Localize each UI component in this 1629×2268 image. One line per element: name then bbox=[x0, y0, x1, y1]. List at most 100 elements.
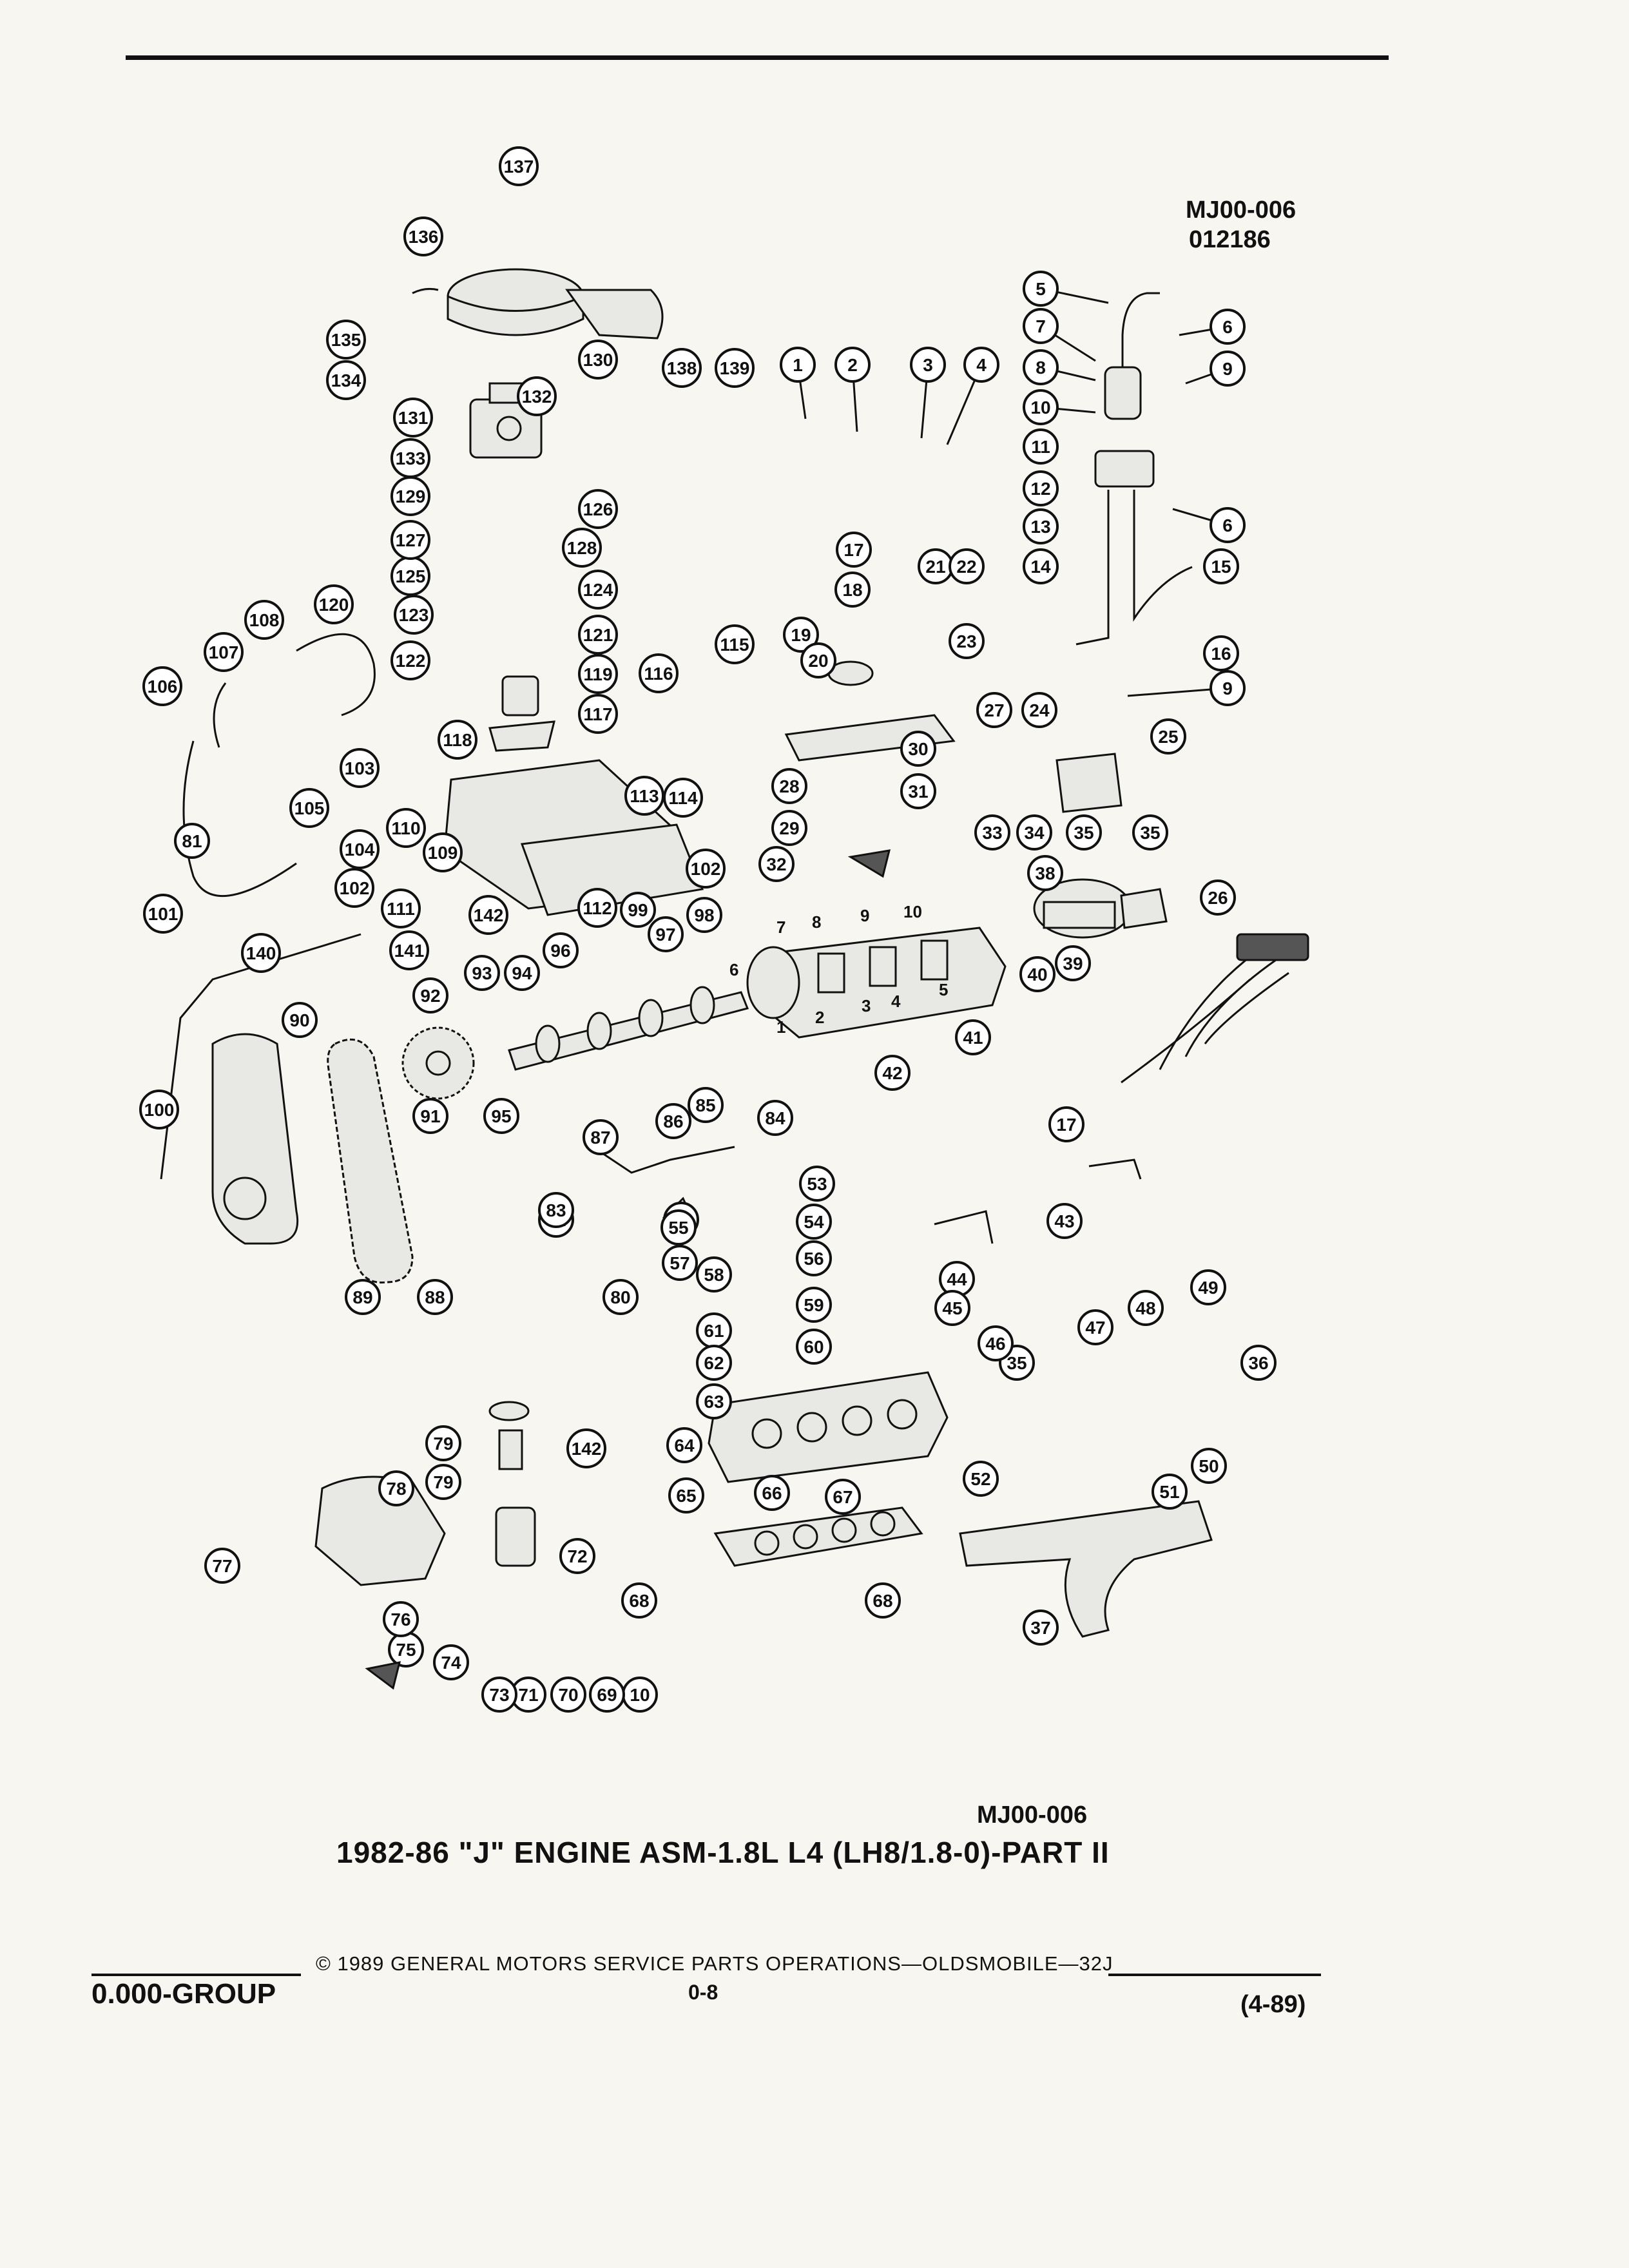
callout-34: 34 bbox=[1016, 814, 1052, 850]
callout-57: 57 bbox=[662, 1245, 698, 1281]
callout-label: 77 bbox=[212, 1556, 232, 1576]
callout-circle bbox=[578, 340, 618, 380]
callout-label: 90 bbox=[289, 1010, 309, 1030]
engine-parts-illustration bbox=[160, 268, 1309, 1638]
callout-label: 70 bbox=[558, 1685, 578, 1705]
callout-label: 54 bbox=[804, 1212, 824, 1232]
callout-circle bbox=[834, 572, 871, 608]
callout-8: 8 bbox=[1023, 349, 1059, 385]
callout-label: 84 bbox=[765, 1108, 786, 1128]
callout-circle bbox=[963, 1461, 999, 1497]
callout-circle bbox=[340, 829, 380, 869]
callout-label: 39 bbox=[1063, 954, 1083, 974]
callout-106: 106 bbox=[142, 666, 182, 706]
callout-93: 93 bbox=[464, 955, 500, 991]
callout-circle bbox=[340, 748, 380, 788]
callout-circle bbox=[1023, 271, 1059, 307]
callout-label: 98 bbox=[694, 905, 714, 925]
callout-label: 67 bbox=[833, 1487, 853, 1507]
callout-11: 11 bbox=[1023, 428, 1059, 465]
sequence-number-9: 9 bbox=[860, 906, 869, 925]
callout-circle bbox=[771, 810, 807, 846]
callout-circle bbox=[825, 1479, 861, 1515]
callout-40: 40 bbox=[1019, 956, 1055, 992]
callout-37: 37 bbox=[1023, 1610, 1059, 1646]
callout-label: 19 bbox=[791, 625, 811, 645]
callout-label: 30 bbox=[908, 739, 928, 759]
callout-circle bbox=[381, 889, 421, 928]
callout-97: 97 bbox=[648, 916, 684, 952]
callout-label: 139 bbox=[720, 358, 750, 378]
callout-label: 73 bbox=[489, 1685, 509, 1705]
callout-label: 59 bbox=[804, 1295, 824, 1315]
callout-circle bbox=[1210, 351, 1246, 387]
diagram-code-caption: MJ00-006 bbox=[977, 1802, 1088, 1829]
callout-circle bbox=[504, 955, 540, 991]
callout-label: 57 bbox=[670, 1253, 689, 1273]
callout-circle bbox=[955, 1019, 991, 1055]
callout-123: 123 bbox=[394, 595, 434, 635]
callout-label: 16 bbox=[1211, 644, 1231, 664]
callout-91: 91 bbox=[412, 1098, 448, 1134]
callout-label: 6 bbox=[1222, 317, 1233, 337]
callout-label: 126 bbox=[583, 499, 613, 519]
callout-50: 50 bbox=[1191, 1448, 1227, 1484]
callout-circle bbox=[910, 347, 946, 383]
callout-label: 12 bbox=[1030, 479, 1050, 499]
callout-label: 26 bbox=[1208, 888, 1228, 908]
callout-circle bbox=[1150, 718, 1186, 754]
callout-circle bbox=[1021, 692, 1057, 728]
fuel-filter-part bbox=[1104, 292, 1160, 420]
timing-belt-cover-part bbox=[211, 1033, 299, 1245]
callout-1: 1 bbox=[780, 347, 816, 383]
callout-circle bbox=[578, 694, 618, 734]
callout-label: 115 bbox=[720, 635, 749, 655]
callout-circle bbox=[143, 894, 183, 934]
callout-label: 22 bbox=[956, 557, 976, 577]
callout-10: 10 bbox=[622, 1677, 658, 1713]
callout-label: 38 bbox=[1035, 863, 1055, 883]
callout-136: 136 bbox=[403, 216, 443, 256]
callout-43: 43 bbox=[1046, 1203, 1083, 1239]
callout-circle bbox=[403, 216, 443, 256]
callout-label: 35 bbox=[1140, 823, 1160, 843]
callout-label: 101 bbox=[148, 904, 178, 924]
callout-10: 10 bbox=[1023, 389, 1059, 425]
callout-label: 58 bbox=[704, 1265, 724, 1285]
callout-circle bbox=[345, 1279, 381, 1315]
callout-label: 129 bbox=[396, 486, 426, 506]
callout-35: 35 bbox=[1066, 814, 1102, 850]
callout-35: 35 bbox=[999, 1345, 1035, 1381]
fuel-pressure-regulator-part bbox=[1075, 450, 1193, 646]
callout-48: 48 bbox=[1128, 1290, 1164, 1326]
diagram-code-top: MJ00-006 bbox=[1186, 197, 1296, 224]
callout-circle bbox=[244, 600, 284, 640]
callout-circle bbox=[390, 520, 430, 560]
callout-label: 46 bbox=[985, 1334, 1005, 1354]
callout-circle bbox=[412, 977, 448, 1014]
callout-label: 121 bbox=[583, 625, 613, 645]
callout-label: 72 bbox=[567, 1546, 587, 1566]
callout-circle bbox=[481, 1677, 517, 1713]
sequence-number-3: 3 bbox=[862, 996, 871, 1015]
callout-circle bbox=[796, 1287, 832, 1323]
callout-66: 66 bbox=[754, 1475, 790, 1511]
sequence-number-10: 10 bbox=[903, 902, 922, 921]
intake-manifold-part bbox=[443, 759, 704, 916]
callout-63: 63 bbox=[696, 1383, 732, 1419]
callout-88: 88 bbox=[417, 1279, 453, 1315]
callout-label: 28 bbox=[779, 776, 799, 796]
callout-102: 102 bbox=[686, 849, 726, 889]
callout-label: 137 bbox=[504, 157, 534, 177]
distributor-part bbox=[1033, 878, 1168, 939]
callout-circle bbox=[1191, 1448, 1227, 1484]
callout-circle bbox=[602, 1279, 639, 1315]
callout-36: 36 bbox=[1240, 1345, 1277, 1381]
group-label: 0.000-GROUP bbox=[92, 1978, 276, 2010]
callout-59: 59 bbox=[796, 1287, 832, 1323]
callout-label: 61 bbox=[704, 1321, 724, 1341]
callout-label: 41 bbox=[963, 1028, 983, 1048]
callout-circle bbox=[464, 955, 500, 991]
callout-circle bbox=[204, 1548, 240, 1584]
callout-70: 70 bbox=[550, 1677, 586, 1713]
